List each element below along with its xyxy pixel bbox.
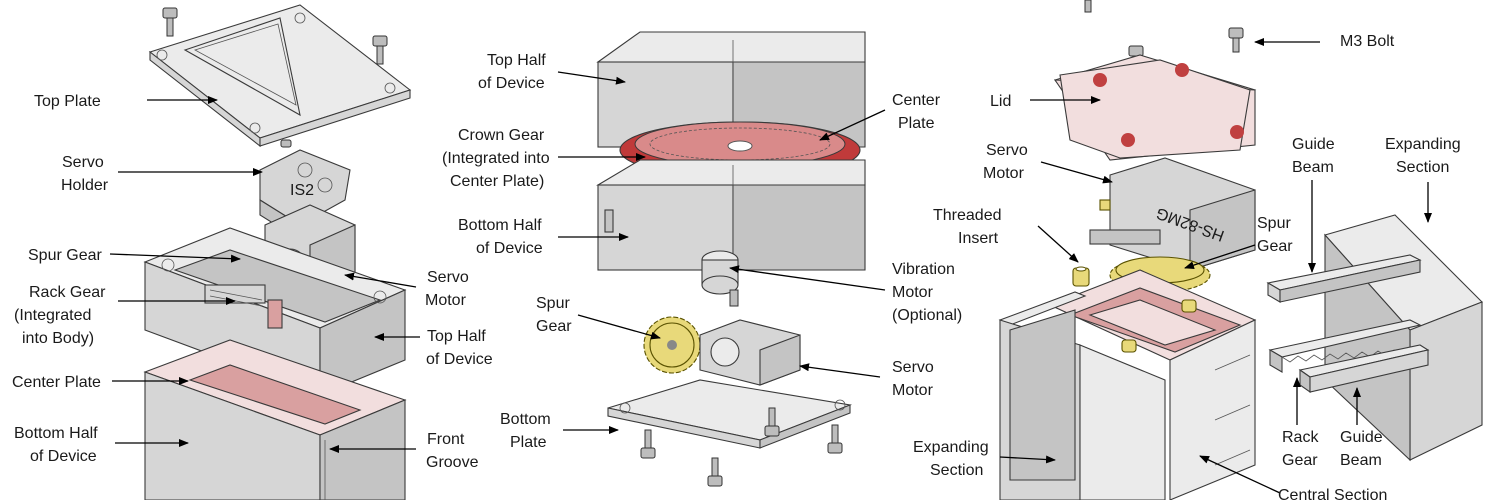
label-bottom-half-mid-1: Bottom Half — [458, 217, 542, 234]
label-crown-gear-3: Center Plate) — [450, 173, 544, 190]
label-crown-gear-2: (Integrated into — [442, 150, 550, 167]
label-front-groove-2: Groove — [426, 454, 479, 471]
label-spur-gear-left: Spur Gear — [28, 247, 102, 264]
label-bottom-half-mid-2: of Device — [476, 240, 543, 257]
guide-beam-bottom — [1298, 344, 1430, 394]
central-section — [1048, 269, 1257, 500]
threaded-insert — [1072, 266, 1090, 287]
label-expanding-section-top-1: Expanding — [1385, 136, 1461, 153]
label-guide-beam-bottom-2: Beam — [1340, 452, 1382, 469]
bottom-half-middle — [596, 159, 866, 271]
label-servo-motor-right-2: Motor — [983, 165, 1025, 182]
label-guide-beam-bottom-1: Guide — [1340, 429, 1383, 446]
label-servo-motor-right-1: Servo — [986, 142, 1028, 159]
spur-gear-middle — [643, 316, 701, 374]
label-threaded-insert-2: Insert — [958, 230, 999, 247]
label-bottom-plate-2: Plate — [510, 434, 547, 451]
middle-assembly — [596, 31, 866, 487]
guide-beam-top — [1266, 254, 1422, 303]
expanding-section-front — [998, 291, 1166, 500]
callout-arrows — [109, 38, 1432, 494]
label-vibration-motor-1: Vibration — [892, 261, 955, 278]
vibration-motor — [701, 250, 739, 307]
servo-motor-middle — [699, 319, 801, 386]
bottom-plate — [607, 379, 853, 449]
label-spur-gear-mid-2: Gear — [536, 318, 572, 335]
label-rack-gear-3: into Body) — [22, 330, 94, 347]
label-central-section: Central Section — [1278, 487, 1387, 500]
label-servo-holder-2: Holder — [61, 177, 109, 194]
label-front-groove-1: Front — [427, 431, 465, 448]
label-top-half-mid-2: of Device — [478, 75, 545, 92]
label-spur-gear-mid-1: Spur — [536, 295, 570, 312]
label-top-half-left-1: Top Half — [427, 328, 486, 345]
label-servo-motor-left-1: Servo — [427, 269, 469, 286]
label-expanding-section-bottom-2: Section — [930, 462, 983, 479]
label-top-half-left-2: of Device — [426, 351, 493, 368]
label-expanding-section-bottom-1: Expanding — [913, 439, 989, 456]
label-top-plate: Top Plate — [34, 93, 101, 110]
label-top-half-mid-1: Top Half — [487, 52, 546, 69]
label-center-plate-left: Center Plate — [12, 374, 101, 391]
label-rack-gear-right-1: Rack — [1282, 429, 1319, 446]
label-threaded-insert-1: Threaded — [933, 207, 1002, 224]
label-servo-motor-mid-1: Servo — [892, 359, 934, 376]
holder-mark-text: IS2 — [290, 182, 314, 199]
label-spur-gear-right-2: Gear — [1257, 238, 1293, 255]
label-bottom-half-left-1: Bottom Half — [14, 425, 98, 442]
label-guide-beam-top-2: Beam — [1292, 159, 1334, 176]
label-m3-bolt: M3 Bolt — [1340, 33, 1395, 50]
label-expanding-section-top-2: Section — [1396, 159, 1449, 176]
right-assembly: HS-82MG — [998, 0, 1483, 500]
lid — [1053, 54, 1257, 161]
callout-labels: Top Plate Servo Holder Spur Gear Rack Ge… — [12, 33, 1461, 500]
label-servo-holder-1: Servo — [62, 154, 104, 171]
label-guide-beam-top-1: Guide — [1292, 136, 1335, 153]
top-plate — [148, 4, 412, 148]
left-assembly: IS2 — [143, 4, 412, 500]
label-servo-motor-mid-2: Motor — [892, 382, 934, 399]
label-bottom-half-left-2: of Device — [30, 448, 97, 465]
label-center-plate-mid-2: Plate — [898, 115, 935, 132]
label-center-plate-mid-1: Center — [892, 92, 941, 109]
label-vibration-motor-2: Motor — [892, 284, 934, 301]
servo-holder: IS2 — [259, 139, 351, 241]
bottom-half-left — [143, 339, 407, 500]
label-bottom-plate-1: Bottom — [500, 411, 551, 428]
label-rack-gear-2: (Integrated — [14, 307, 91, 324]
label-rack-gear-right-2: Gear — [1282, 452, 1318, 469]
label-lid: Lid — [990, 93, 1011, 110]
label-vibration-motor-3: (Optional) — [892, 307, 962, 324]
bottom-plate-bolts — [640, 407, 843, 487]
label-crown-gear-1: Crown Gear — [458, 127, 545, 144]
label-rack-gear-1: Rack Gear — [29, 284, 106, 301]
rack-gear-right — [1268, 319, 1422, 373]
label-servo-motor-left-2: Motor — [425, 292, 467, 309]
label-spur-gear-right-1: Spur — [1257, 215, 1291, 232]
